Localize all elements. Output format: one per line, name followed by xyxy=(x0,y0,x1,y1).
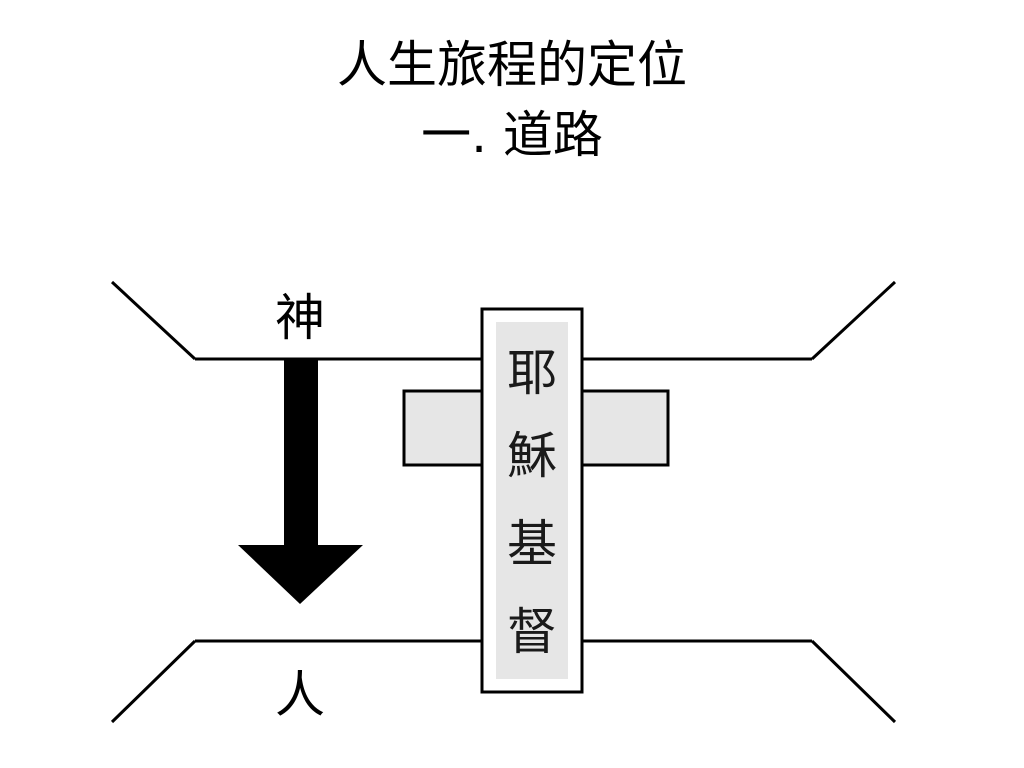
cross-char-1: 耶 xyxy=(507,344,557,402)
label-god: 神 xyxy=(275,289,325,347)
arrow-head xyxy=(238,545,363,604)
page-title: 人生旅程的定位 xyxy=(337,36,687,94)
cross-char-3: 基 xyxy=(507,515,557,573)
road-top-left-diagonal xyxy=(110,280,197,361)
cross-char-4: 督 xyxy=(507,603,557,661)
down-arrow-icon xyxy=(238,360,363,604)
road-top-right-diagonal xyxy=(810,280,897,361)
page-subtitle: 一. 道路 xyxy=(421,106,603,164)
label-man: 人 xyxy=(275,666,325,724)
arrow-shaft xyxy=(284,360,318,547)
cross-char-2: 穌 xyxy=(507,427,557,485)
cross-post-inner xyxy=(496,322,568,679)
road-bottom-right-diagonal xyxy=(810,639,897,724)
cross-icon xyxy=(402,307,670,694)
cross-text: 耶 穌 基 督 xyxy=(507,344,557,661)
road-bottom-left-diagonal xyxy=(110,639,197,724)
